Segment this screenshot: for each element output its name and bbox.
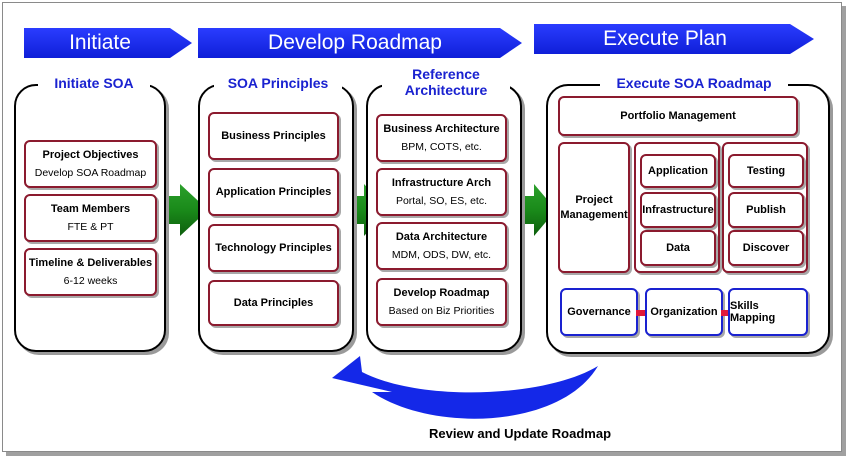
box-business-principles: Business Principles xyxy=(208,112,339,160)
box-title-line-1: Project xyxy=(575,193,613,206)
box-project-management: Project Management xyxy=(558,142,630,273)
title-initiate-soa: Initiate SOA xyxy=(38,75,150,91)
box-subtitle: MDM, ODS, DW, etc. xyxy=(391,248,492,261)
box-title: Portfolio Management xyxy=(620,109,736,122)
box-title: Infrastructure xyxy=(642,203,714,216)
title-line-2: Architecture xyxy=(404,82,488,98)
box-title: Data Principles xyxy=(233,296,314,309)
review-loop-arrow xyxy=(332,356,598,419)
flow-arrow-1 xyxy=(160,184,208,236)
title-reference-architecture: Reference Architecture xyxy=(382,66,510,98)
box-title: Application xyxy=(648,164,708,177)
flow-arrow-3 xyxy=(514,184,556,236)
box-title: Testing xyxy=(746,164,786,177)
box-infrastructure: Infrastructure xyxy=(640,192,716,228)
box-discover: Discover xyxy=(728,230,804,266)
box-develop-roadmap: Develop Roadmap Based on Biz Priorities xyxy=(376,278,507,326)
box-title: Discover xyxy=(742,241,790,254)
phase-initiate-label: Initiate xyxy=(69,31,131,54)
box-title-line-2: Management xyxy=(560,208,628,221)
box-subtitle: 6-12 weeks xyxy=(63,274,118,287)
box-title: Application Principles xyxy=(215,185,332,198)
box-business-architecture: Business Architecture BPM, COTS, etc. xyxy=(376,114,507,162)
box-title: Data Architecture xyxy=(395,230,488,243)
box-subtitle: BPM, COTS, etc. xyxy=(401,140,482,153)
box-title: Develop Roadmap xyxy=(393,286,490,299)
phase-execute-label: Execute Plan xyxy=(603,27,727,50)
title-line-1: Reference xyxy=(412,66,480,82)
box-publish: Publish xyxy=(728,192,804,228)
box-subtitle: Develop SOA Roadmap xyxy=(34,166,147,179)
box-data: Data xyxy=(640,230,716,266)
box-subtitle: Based on Biz Priorities xyxy=(388,304,495,317)
phase-arrow-execute xyxy=(534,24,814,54)
box-organization: Organization xyxy=(645,288,723,336)
connector-organization-skills xyxy=(721,310,731,316)
connector-governance-organization xyxy=(636,310,646,316)
box-subtitle: Portal, SO, ES, etc. xyxy=(395,194,488,207)
box-title: Data xyxy=(666,241,690,254)
box-title: Infrastructure Arch xyxy=(391,176,492,189)
box-project-objectives: Project Objectives Develop SOA Roadmap xyxy=(24,140,157,188)
box-team-members: Team Members FTE & PT xyxy=(24,194,157,242)
box-title: Business Principles xyxy=(221,129,326,142)
box-infrastructure-arch: Infrastructure Arch Portal, SO, ES, etc. xyxy=(376,168,507,216)
box-application-principles: Application Principles xyxy=(208,168,339,216)
box-data-principles: Data Principles xyxy=(208,280,339,326)
box-title: Team Members xyxy=(50,202,131,215)
box-title: Technology Principles xyxy=(215,241,332,254)
phase-arrow-initiate xyxy=(24,28,192,58)
title-soa-principles: SOA Principles xyxy=(214,75,342,91)
box-governance: Governance xyxy=(560,288,638,336)
box-subtitle: FTE & PT xyxy=(67,220,114,233)
review-update-roadmap-label: Review and Update Roadmap xyxy=(428,426,612,441)
phase-arrow-develop xyxy=(198,28,522,58)
box-skills-mapping: Skills Mapping xyxy=(728,288,808,336)
box-portfolio-management: Portfolio Management xyxy=(558,96,798,136)
box-title: Timeline & Deliverables xyxy=(28,256,153,269)
title-execute-soa-roadmap: Execute SOA Roadmap xyxy=(600,75,788,91)
box-title: Publish xyxy=(746,203,786,216)
box-application: Application xyxy=(640,154,716,188)
phase-develop-label: Develop Roadmap xyxy=(268,31,442,54)
box-testing: Testing xyxy=(728,154,804,188)
box-timeline-deliverables: Timeline & Deliverables 6-12 weeks xyxy=(24,248,157,296)
box-title: Business Architecture xyxy=(383,122,500,135)
box-technology-principles: Technology Principles xyxy=(208,224,339,272)
box-data-architecture: Data Architecture MDM, ODS, DW, etc. xyxy=(376,222,507,270)
box-title: Project Objectives xyxy=(42,148,139,161)
